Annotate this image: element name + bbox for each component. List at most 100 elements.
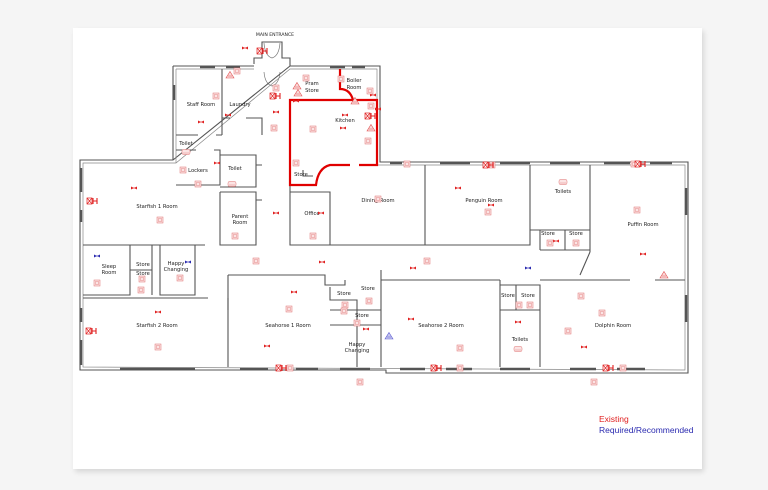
fire-sign-icon xyxy=(590,378,598,386)
kitchen-compartment xyxy=(288,69,379,187)
emergency-light-icon xyxy=(319,260,325,264)
room-label: Store xyxy=(361,286,375,292)
emergency-light-icon xyxy=(214,161,220,165)
room-label: Staff Room xyxy=(187,102,216,108)
room-label: Store xyxy=(337,291,351,297)
room-label: Store xyxy=(305,88,319,94)
room-label: Toilet xyxy=(178,141,193,147)
room-label: Starfish 2 Room xyxy=(136,323,177,329)
room-label: Kitchen xyxy=(335,118,355,124)
fire-sign-icon xyxy=(154,343,162,351)
fire-sign-icon xyxy=(526,301,534,309)
room-label: Starfish 1 Room xyxy=(136,204,177,210)
fire-sign-icon xyxy=(633,206,641,214)
fire-sign-icon xyxy=(341,301,349,309)
room-label: Store xyxy=(136,262,150,268)
emergency-light-icon xyxy=(410,266,416,270)
room-label: Laundry xyxy=(229,102,250,108)
room-label: Puffin Room xyxy=(627,222,658,228)
fire-sign-icon xyxy=(367,102,375,110)
fire-exit-icon xyxy=(364,112,376,120)
emergency-light-icon xyxy=(488,203,494,207)
fire-sign-icon xyxy=(619,364,627,372)
room-label: Lockers xyxy=(188,168,208,174)
fire-sign-icon xyxy=(137,286,145,294)
fire-sign-icon xyxy=(365,297,373,305)
fire-sign-icon xyxy=(598,309,606,317)
fire-exit-icon xyxy=(602,364,614,372)
emergency-light-icon xyxy=(185,260,191,264)
fire-exit-icon xyxy=(482,161,494,169)
emergency-light-icon xyxy=(553,239,559,243)
room-label: Store xyxy=(355,313,369,319)
room-label: Room xyxy=(347,85,362,91)
fire-sign-icon xyxy=(138,275,146,283)
room-label: Store xyxy=(501,293,515,299)
room-label: Dolphin Room xyxy=(595,323,631,329)
emergency-light-icon xyxy=(293,99,299,103)
fire-sign-icon xyxy=(179,166,187,174)
fire-sign-icon xyxy=(285,305,293,313)
fire-sign-icon xyxy=(156,216,164,224)
fire-sign-icon xyxy=(292,159,300,167)
room-label: Penguin Room xyxy=(465,198,502,204)
fire-sign-icon xyxy=(456,364,464,372)
fire-sign-icon xyxy=(564,327,572,335)
warning-triangle-icon xyxy=(659,270,669,279)
room-label: Toilets xyxy=(554,189,572,195)
emergency-light-icon xyxy=(155,310,161,314)
room-label: Changing xyxy=(164,267,189,273)
room-label: Happy xyxy=(168,261,185,267)
fire-sign-icon xyxy=(364,137,372,145)
fire-sign-icon xyxy=(194,180,202,188)
room-label: Store xyxy=(294,172,308,178)
room-label: Store xyxy=(521,293,535,299)
fire-sign-icon xyxy=(337,75,345,83)
emergency-light-icon xyxy=(198,120,204,124)
fire-sign-icon xyxy=(270,124,278,132)
room-label: Seahorse 1 Room xyxy=(265,323,311,329)
windows xyxy=(79,65,688,371)
warning-triangle-icon xyxy=(384,331,394,340)
emergency-light-icon xyxy=(640,252,646,256)
room-label: Toilet xyxy=(227,166,242,172)
warning-triangle-icon xyxy=(292,81,302,90)
emergency-light-icon xyxy=(273,211,279,215)
room-label: Store xyxy=(569,231,583,237)
legend-required: Required/Recommended xyxy=(599,425,694,435)
fire-sign-icon xyxy=(252,257,260,265)
room-label: Boiler xyxy=(347,78,363,84)
fire-sign-icon xyxy=(272,84,280,92)
fire-exit-icon xyxy=(256,47,268,55)
room-label: Happy xyxy=(349,342,366,348)
fire-exit-icon xyxy=(430,364,442,372)
safety-icons xyxy=(85,46,669,386)
emergency-light-icon xyxy=(515,320,521,324)
fire-exit-icon xyxy=(634,160,646,168)
toilet-icon xyxy=(513,346,523,352)
fire-sign-icon xyxy=(340,307,348,315)
toilet-icon xyxy=(558,179,568,185)
warning-triangle-icon xyxy=(366,123,376,132)
room-label: Changing xyxy=(345,348,370,354)
toilet-icon xyxy=(227,181,237,187)
emergency-light-icon xyxy=(525,266,531,270)
emergency-light-icon xyxy=(455,186,461,190)
room-label: Sleep xyxy=(102,264,117,270)
emergency-light-icon xyxy=(131,186,137,190)
drawing-sheet xyxy=(73,28,702,469)
warning-triangle-icon xyxy=(293,88,303,97)
room-label: Seahorse 2 Room xyxy=(418,323,464,329)
fire-sign-icon xyxy=(366,87,374,95)
fire-sign-icon xyxy=(309,232,317,240)
fire-sign-icon xyxy=(374,195,382,203)
room-label: Room xyxy=(233,220,248,226)
room-label: Store xyxy=(541,231,555,237)
toilet-icon xyxy=(181,149,191,155)
fire-sign-icon xyxy=(93,279,101,287)
fire-sign-icon xyxy=(577,292,585,300)
emergency-light-icon xyxy=(363,327,369,331)
main-entrance-label: MAIN ENTRANCE xyxy=(256,32,294,38)
fire-sign-icon xyxy=(356,378,364,386)
warning-triangle-icon xyxy=(350,96,360,105)
